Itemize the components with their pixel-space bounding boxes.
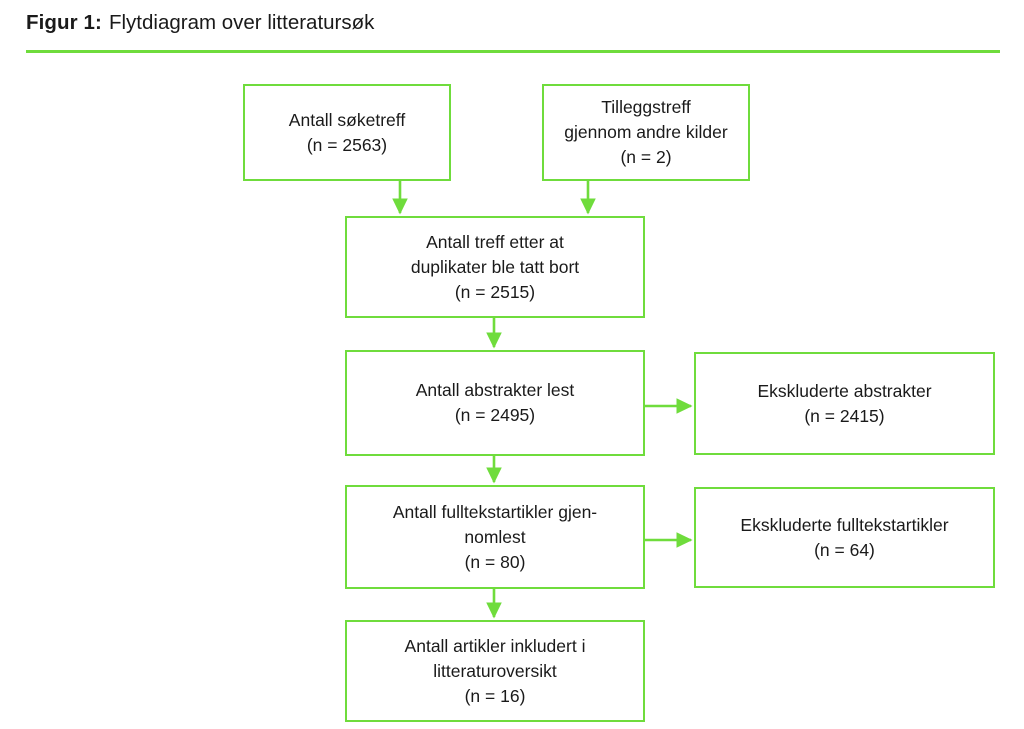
flow-node-fulltext-read-label: Antall fulltekstartikler gjen- nomlest (… xyxy=(392,501,598,572)
flow-node-after-duplicates-label: Antall treff etter at duplikater ble tat… xyxy=(410,231,580,302)
flow-node-excluded-fulltext: Ekskluderte fulltekstartikler (n = 64) xyxy=(694,487,995,588)
flow-node-fulltext-read: Antall fulltekstartikler gjen- nomlest (… xyxy=(345,485,645,589)
caption-divider-rule xyxy=(26,50,1000,53)
flow-node-excluded-fulltext-label: Ekskluderte fulltekstartikler (n = 64) xyxy=(740,514,949,560)
flow-node-search-hits-label: Antall søketreff (n = 2563) xyxy=(288,109,406,155)
flow-node-after-duplicates: Antall treff etter at duplikater ble tat… xyxy=(345,216,645,318)
flow-node-additional-hits: Tilleggstreff gjennom andre kilder (n = … xyxy=(542,84,750,181)
flow-node-search-hits: Antall søketreff (n = 2563) xyxy=(243,84,451,181)
flow-node-abstracts-read-label: Antall abstrakter lest (n = 2495) xyxy=(415,380,575,425)
figure-caption-title: Flytdiagram over litteratursøk xyxy=(108,11,375,34)
flow-node-excluded-abstracts-label: Ekskluderte abstrakter (n = 2415) xyxy=(757,380,932,426)
flow-node-included-articles-label: Antall artikler inkludert i litteraturov… xyxy=(404,635,586,706)
flow-node-abstracts-read: Antall abstrakter lest (n = 2495) xyxy=(345,350,645,456)
flow-node-additional-hits-label: Tilleggstreff gjennom andre kilder (n = … xyxy=(564,97,728,167)
flow-node-excluded-abstracts: Ekskluderte abstrakter (n = 2415) xyxy=(694,352,995,455)
figure-caption-label: Figur 1: xyxy=(26,11,102,34)
flow-node-included-articles: Antall artikler inkludert i litteraturov… xyxy=(345,620,645,722)
figure-caption: Figur 1: Flytdiagram over litteratursøk xyxy=(26,10,374,36)
